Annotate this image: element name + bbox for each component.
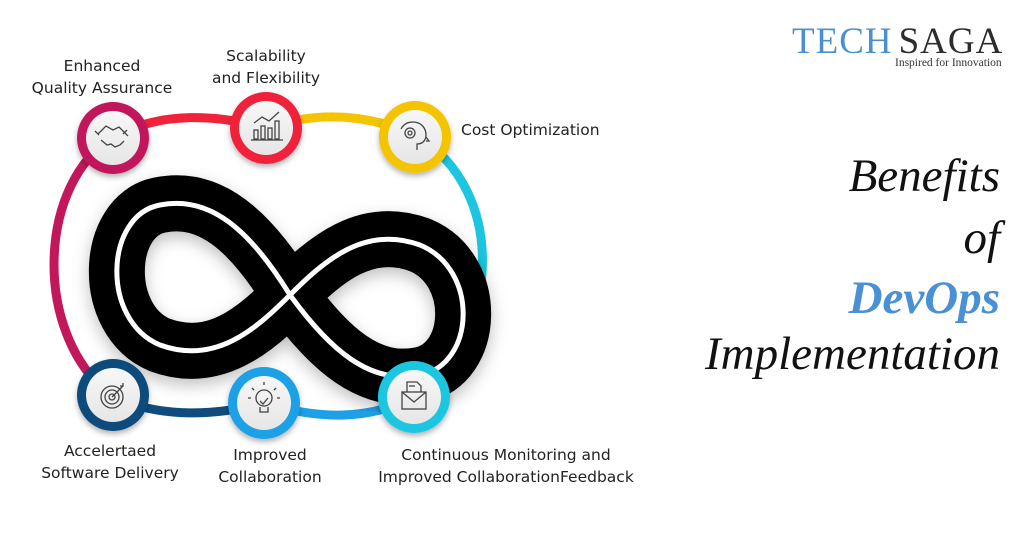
node-scalability: [230, 92, 302, 164]
label-line: Quality Assurance: [31, 79, 173, 97]
label-line: Software Delivery: [41, 464, 179, 482]
logo-saga: SAGA: [898, 21, 1004, 62]
node-label-cost: Cost Optimization: [461, 119, 600, 141]
node-cost: [379, 101, 451, 173]
target-icon: [100, 383, 124, 409]
node-label-quality: Enhanced Quality Assurance: [22, 55, 182, 99]
infinity-icon: [88, 175, 492, 405]
title-benefits: Benefits: [848, 150, 1000, 202]
logo-tech: TECH: [792, 21, 893, 62]
label-line: Cost Optimization: [461, 121, 600, 139]
node-label-collaboration: Improved Collaboration: [200, 444, 340, 488]
node-label-monitoring: Continuous Monitoring and Improved Colla…: [366, 444, 646, 488]
label-line: Continuous Monitoring and: [401, 446, 611, 464]
node-label-scalability: Scalability and Flexibility: [196, 45, 336, 89]
label-line: Enhanced: [63, 57, 141, 75]
head-gear-icon: [400, 121, 431, 150]
title-devops: DevOps: [848, 272, 1000, 324]
title-of: of: [963, 212, 1000, 264]
bar-chart-icon: [251, 111, 283, 141]
node-quality: [77, 102, 149, 174]
logo-tagline: Inspired for Innovation: [895, 57, 1002, 69]
node-monitoring: [378, 361, 450, 433]
label-line: Collaboration: [218, 468, 322, 486]
envelope-icon: [401, 381, 427, 410]
handshake-icon: [94, 125, 129, 148]
label-line: Accelertaed: [63, 442, 157, 460]
label-line: Improved CollaborationFeedback: [378, 468, 634, 486]
label-line: Improved: [233, 446, 307, 464]
label-line: Scalability: [226, 47, 306, 65]
title-implementation: Implementation: [705, 328, 1000, 380]
node-delivery: [77, 359, 149, 431]
lightbulb-icon: [248, 382, 280, 413]
node-label-delivery: Accelertaed Software Delivery: [30, 440, 190, 484]
label-line: and Flexibility: [211, 69, 321, 87]
